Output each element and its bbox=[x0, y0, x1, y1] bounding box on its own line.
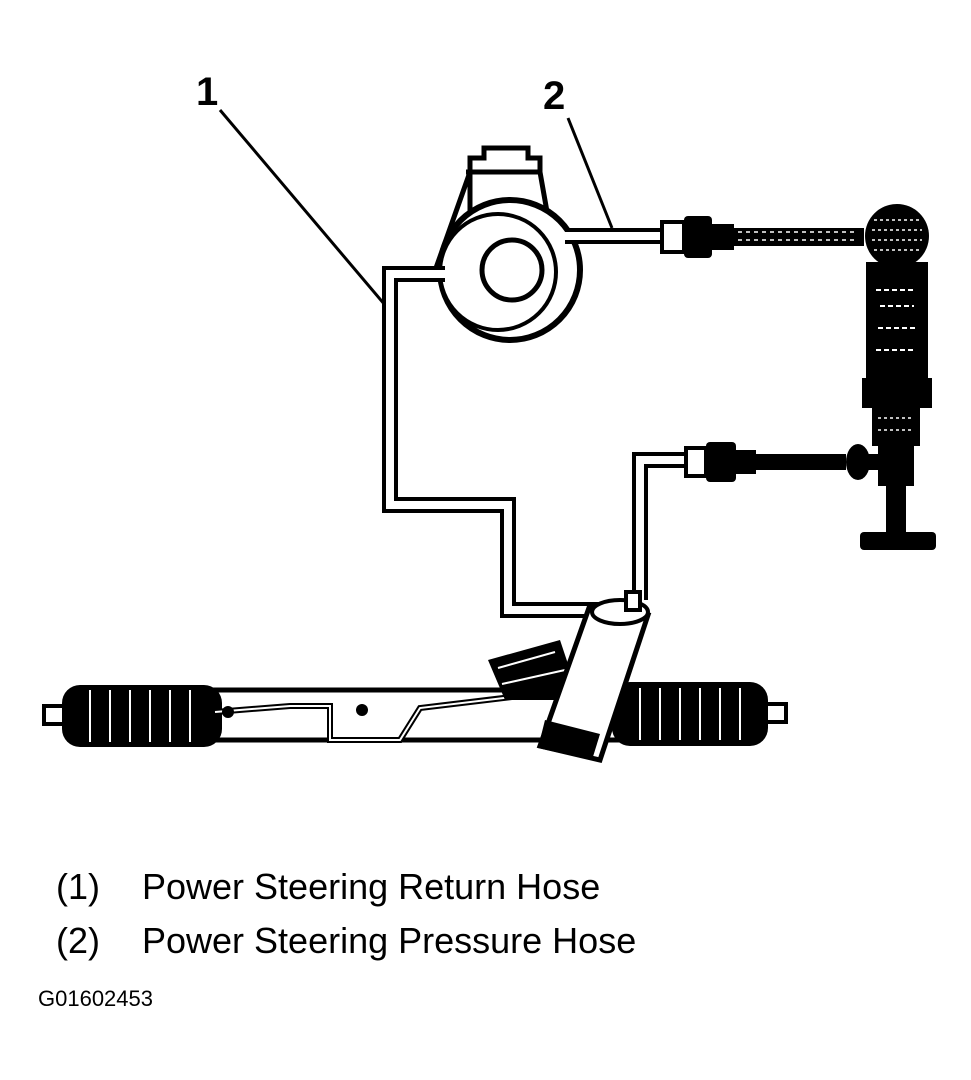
pressure-hose bbox=[565, 228, 690, 600]
steering-rack bbox=[42, 590, 788, 763]
power-steering-pump bbox=[433, 145, 583, 343]
lower-hose-fitting bbox=[684, 442, 880, 482]
figure-id: G01602453 bbox=[38, 986, 153, 1011]
return-hose bbox=[382, 266, 600, 618]
legend-item-return-hose: (1) Power Steering Return Hose bbox=[56, 860, 936, 914]
steering-system-diagram bbox=[42, 109, 936, 763]
legend-key: (1) bbox=[56, 866, 100, 907]
legend-key: (2) bbox=[56, 920, 100, 961]
leader-line-1 bbox=[218, 109, 387, 306]
legend: (1) Power Steering Return Hose (2) Power… bbox=[56, 860, 936, 968]
pressure-gauge-assembly bbox=[860, 204, 936, 550]
upper-hose-fitting bbox=[660, 216, 864, 258]
legend-item-pressure-hose: (2) Power Steering Pressure Hose bbox=[56, 914, 936, 968]
leader-line-2 bbox=[566, 117, 614, 229]
callout-1: 1 bbox=[196, 70, 219, 114]
legend-label: Power Steering Pressure Hose bbox=[142, 920, 637, 961]
legend-label: Power Steering Return Hose bbox=[142, 866, 601, 907]
callout-2: 2 bbox=[543, 74, 566, 118]
